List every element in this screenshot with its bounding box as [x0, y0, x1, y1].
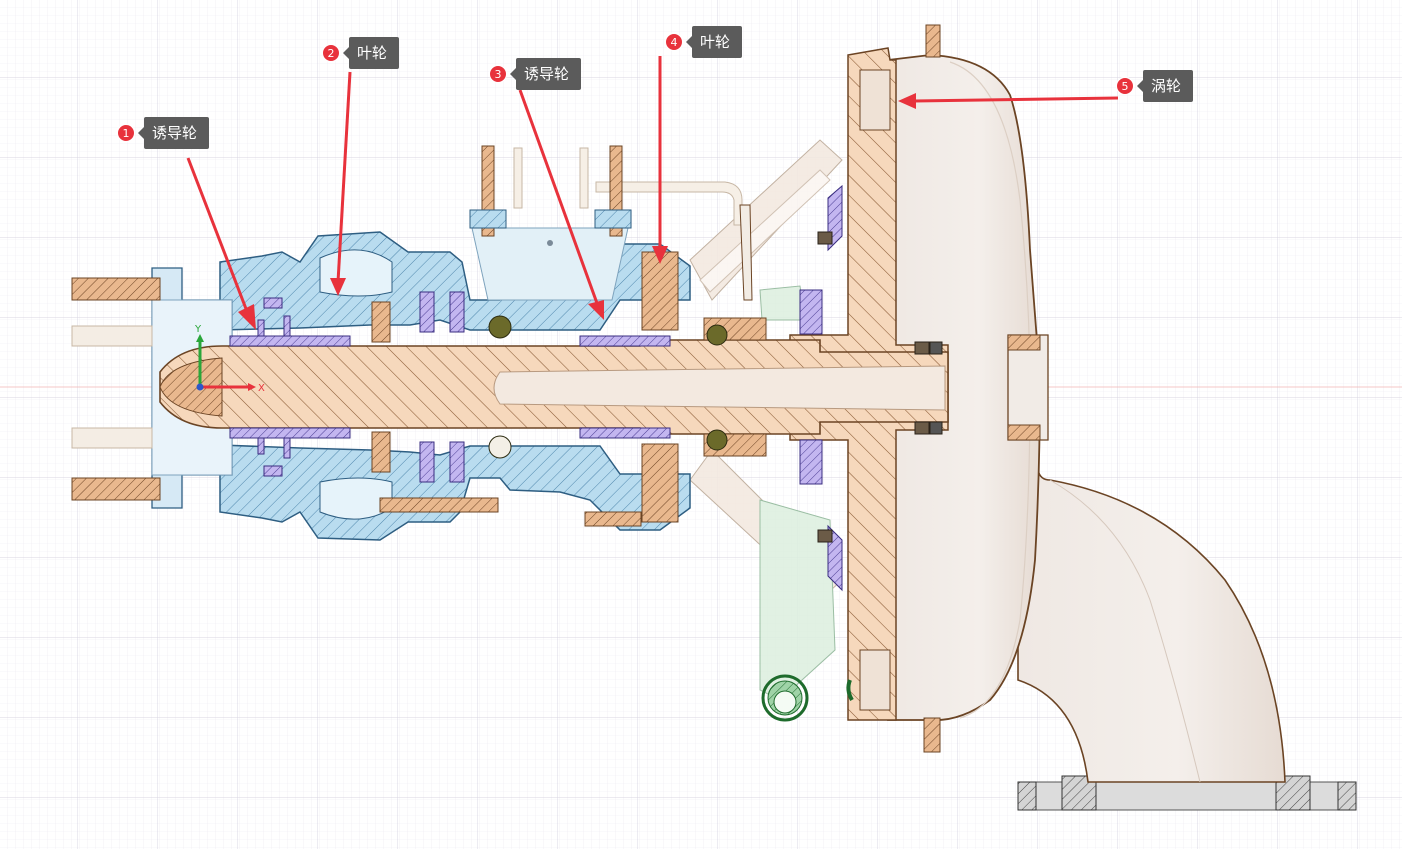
callout-1-label: 诱导轮 [137, 117, 210, 149]
nuts [817, 231, 943, 543]
shaft-bore [493, 365, 946, 411]
pump-casing-bottom [219, 444, 691, 541]
bottom-stud [923, 717, 941, 753]
callout-2: 2 叶轮 [322, 37, 400, 69]
callout-5-label: 涡轮 [1136, 70, 1194, 102]
bearings [488, 315, 728, 459]
top-stud [925, 24, 941, 58]
axis-triad: Y X [194, 324, 265, 394]
axis-x-label: X [258, 383, 265, 394]
callout-3-label: 诱导轮 [509, 58, 582, 90]
callout-3-badge: 3 [489, 65, 507, 83]
callout-arrows [186, 56, 1119, 330]
base-plate [1017, 775, 1357, 811]
green-pipe-loop [761, 674, 854, 722]
support-struts [689, 139, 843, 701]
pump-casing-top [219, 145, 691, 331]
callout-5-badge: 5 [1116, 77, 1134, 95]
callout-4: 4 叶轮 [665, 26, 743, 58]
callout-4-label: 叶轮 [685, 26, 743, 58]
callout-1-badge: 1 [117, 124, 135, 142]
callout-2-badge: 2 [322, 44, 340, 62]
inducer-blades [229, 289, 823, 485]
callout-1: 1 诱导轮 [117, 117, 210, 149]
callout-4-badge: 4 [665, 33, 683, 51]
callout-3: 3 诱导轮 [489, 58, 582, 90]
callout-2-label: 叶轮 [342, 37, 400, 69]
impeller-2 [371, 251, 767, 523]
callout-5: 5 涡轮 [1116, 70, 1194, 102]
axis-y-label: Y [194, 324, 202, 335]
